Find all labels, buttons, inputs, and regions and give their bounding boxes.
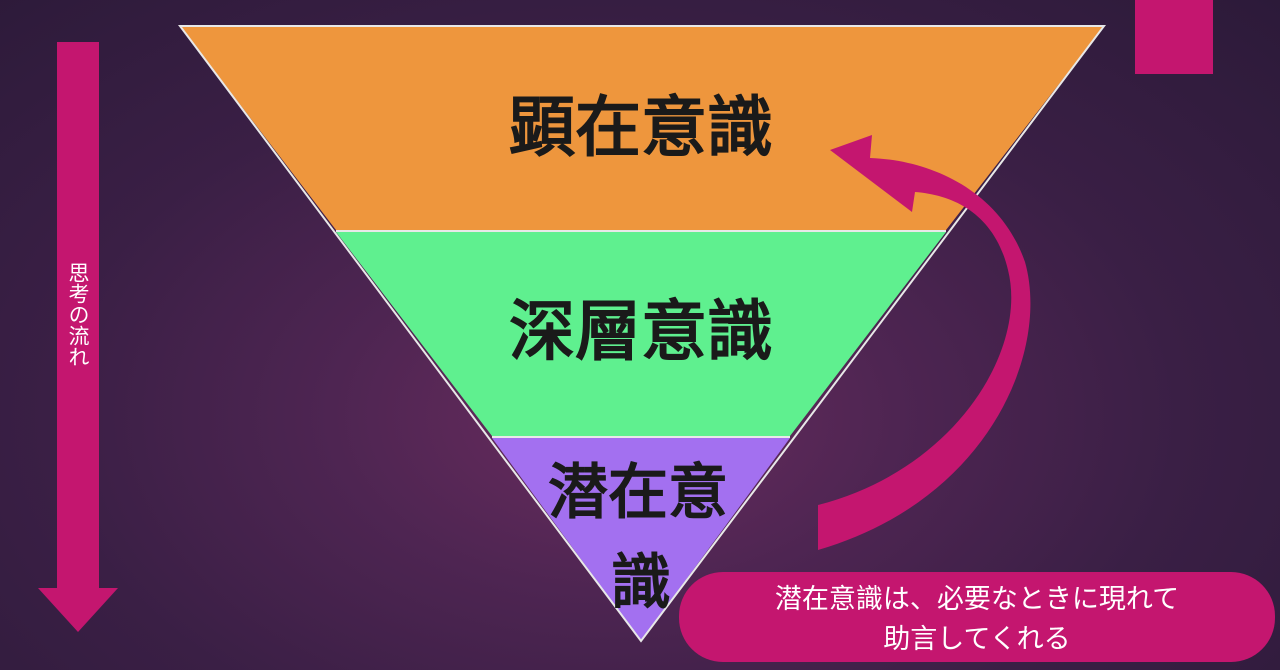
flow-arrow-shaft bbox=[57, 42, 99, 590]
label-subconscious-line1: 潜在意 bbox=[548, 458, 728, 528]
label-subconscious-line2: 識 bbox=[611, 548, 671, 618]
triangle-outline bbox=[178, 25, 1107, 643]
callout-line-1: 潜在意識は、必要なときに現れて bbox=[775, 584, 1179, 615]
thought-flow-arrow: 思考の流れ bbox=[38, 42, 118, 632]
flow-arrow-label: 思考の流れ bbox=[66, 262, 90, 367]
corner-accent-block bbox=[1135, 0, 1213, 74]
layer-subconscious bbox=[492, 438, 790, 641]
callout-line-2: 助言してくれる bbox=[883, 624, 1070, 655]
callout-bubble: 潜在意識は、必要なときに現れて 助言してくれる bbox=[679, 572, 1275, 662]
curved-arrow-body bbox=[818, 135, 1031, 550]
label-conscious: 顕在意識 bbox=[509, 88, 773, 166]
flow-arrow-head bbox=[38, 588, 118, 632]
emergence-curved-arrow bbox=[818, 135, 1031, 550]
label-deep-conscious: 深層意識 bbox=[509, 292, 773, 370]
layer-deep-conscious bbox=[336, 232, 946, 436]
callout-background bbox=[679, 572, 1275, 662]
